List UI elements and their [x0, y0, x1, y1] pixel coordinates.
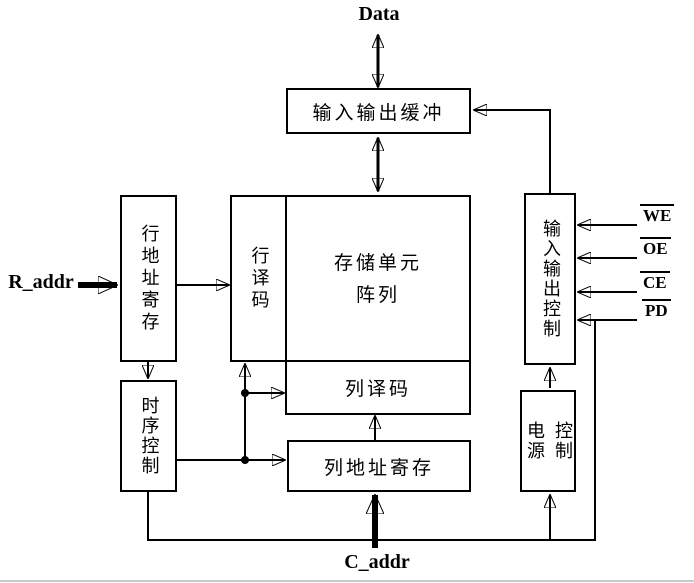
column-address-input-label: C_addr	[344, 551, 410, 573]
row-decoder-label: 行译码	[248, 245, 270, 312]
we-signal-label: WE	[640, 204, 675, 226]
timing-control-label: 时序控制	[138, 396, 160, 476]
io-control-label: 输入输出控制	[540, 219, 561, 339]
junction-dot	[241, 389, 249, 397]
page-edge-line	[0, 580, 694, 582]
power-control-label-col2: 控制	[552, 421, 573, 461]
ce-signal-label: CE	[640, 271, 670, 293]
row-address-register-label: 行地址寄存	[138, 223, 160, 334]
control-signal-arrows	[578, 225, 637, 320]
oe-signal-text: OE	[640, 237, 671, 259]
timing-output-wires	[177, 364, 285, 464]
block-row-decoder: 行译码	[230, 195, 287, 362]
block-power-control: 电源 控制	[520, 390, 576, 492]
io-buffer-label: 输入输出缓冲	[312, 101, 445, 124]
pd-signal-text: PD	[642, 299, 671, 321]
power-control-label-col1: 电源	[524, 421, 545, 461]
oe-signal-label: OE	[640, 237, 671, 259]
we-signal-text: WE	[640, 204, 675, 226]
iocontrol-to-buffer-wire	[474, 110, 551, 193]
data-bus-label: Data	[358, 3, 400, 25]
block-column-address-register: 列地址寄存	[287, 440, 471, 492]
junction-dot	[241, 456, 249, 464]
block-row-address-register: 行地址寄存	[120, 195, 177, 362]
column-address-register-label: 列地址寄存	[323, 456, 434, 479]
block-column-decoder: 列译码	[285, 360, 471, 415]
pd-signal-label: PD	[642, 299, 671, 321]
block-timing-control: 时序控制	[120, 380, 177, 492]
row-address-input-label: R_addr	[8, 271, 74, 293]
block-io-control: 输入输出控制	[524, 193, 576, 365]
block-memory-cell-array: 存储单元 阵列	[285, 195, 471, 362]
memory-array-label-line1: 存储单元	[333, 251, 422, 274]
ce-signal-text: CE	[640, 271, 670, 293]
block-io-buffer: 输入输出缓冲	[286, 88, 471, 134]
memory-array-label-line2: 阵列	[355, 283, 400, 306]
column-decoder-label: 列译码	[344, 378, 411, 400]
